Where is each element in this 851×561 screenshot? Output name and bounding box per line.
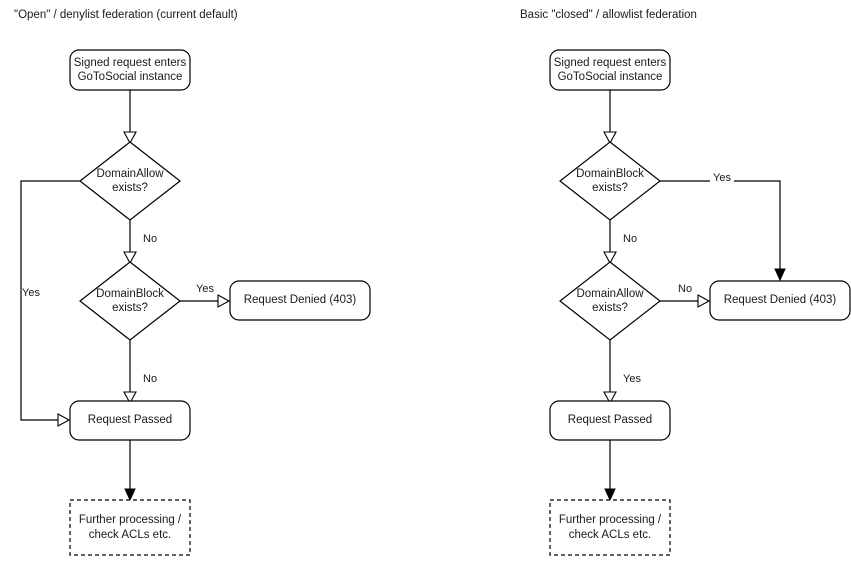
edge-label-domainallow-yes-2: Yes: [623, 373, 641, 385]
node-request-denied-shape: [229, 280, 371, 321]
arrowhead-domainblock-yes-2: [774, 268, 786, 282]
node-domainblock-shape-2: [559, 141, 661, 221]
node-further-processing-shape: [69, 499, 191, 556]
arrowhead-domainallow-yes-2: [603, 391, 617, 405]
edge-domainblock-yes-2: [660, 180, 781, 272]
edge-label-domainblock-no: No: [143, 373, 158, 385]
node-request-passed-shape-2: [549, 400, 671, 441]
arrowhead-domainblock-no: [123, 391, 137, 405]
node-start-shape-2: [549, 49, 671, 91]
edge-label-domainblock-no-2: No: [623, 233, 638, 245]
arrowhead-domainblock-yes: [217, 294, 231, 308]
arrowhead-passed-to-further: [124, 488, 136, 502]
arrowhead-domainallow-yes: [57, 413, 71, 427]
arrowhead-domainallow-no-2: [697, 294, 711, 308]
panel-title-open-denylist: "Open" / denylist federation (current de…: [14, 9, 238, 21]
edge-label-domainallow-no: No: [143, 233, 158, 245]
node-further-processing-shape-2: [549, 499, 671, 556]
arrowhead-passed-to-further-2: [604, 488, 616, 502]
edge-domainallow-yes: [20, 180, 80, 421]
arrowhead-start-to-domainblock: [603, 131, 617, 145]
edge-label-domainblock-yes-2: Yes: [710, 172, 734, 185]
edge-label-domainallow-no-2: No: [678, 283, 693, 295]
arrowhead-start-to-domainallow: [123, 131, 137, 145]
panel-title-closed-allowlist: Basic "closed" / allowlist federation: [520, 9, 697, 21]
arrowhead-domainallow-no: [123, 251, 137, 265]
edge-label-domainallow-yes: Yes: [22, 287, 40, 299]
node-request-denied-shape-2: [709, 280, 851, 321]
node-domainallow-shape-2: [559, 261, 661, 341]
edge-label-domainblock-yes: Yes: [196, 283, 214, 295]
arrowhead-domainblock-no-2: [603, 251, 617, 265]
